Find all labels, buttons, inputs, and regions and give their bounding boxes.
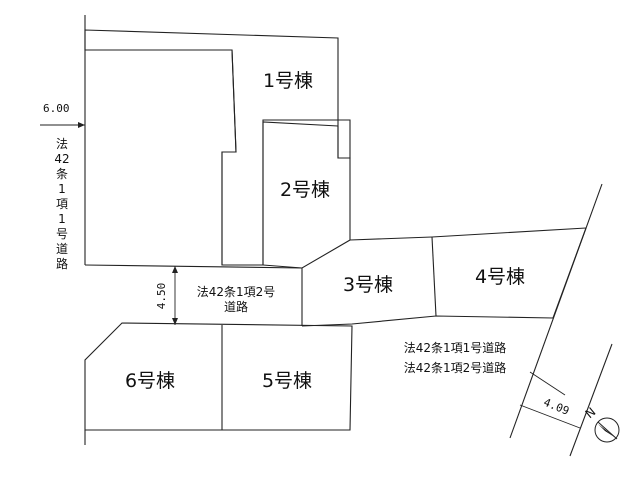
right-road-dimension-line <box>519 404 581 429</box>
compass-circle <box>594 417 620 443</box>
left-road-width: 6.00 <box>43 102 70 115</box>
lot-1-south-boundary <box>262 121 339 265</box>
left-road-label-char: 道 <box>56 242 68 256</box>
right-road-boundary-east <box>569 343 613 457</box>
inner-road-dimension-arrow-top <box>172 266 178 273</box>
inner-road-label-line1: 法42条1項2号 <box>197 285 276 299</box>
right-road-width: 4.09 <box>542 396 571 418</box>
lot-5-label: 5号棟 <box>262 370 312 392</box>
lot-6-label: 6号棟 <box>125 370 175 392</box>
left-road-label: 法 42 条 1 項 1 号 道 路 <box>54 137 69 271</box>
left-road-label-char: 1 <box>58 212 66 226</box>
left-road-label-char: 42 <box>54 152 69 166</box>
north-arrow-icon: N <box>582 405 620 443</box>
lot-1-outline <box>84 29 351 266</box>
right-road-label-line1: 法42条1項1号道路 <box>404 340 507 355</box>
lot-3-label: 3号棟 <box>343 274 393 296</box>
lots-5-6-outline <box>84 322 353 431</box>
lot-4-label: 4号棟 <box>475 266 525 288</box>
left-road-label-char: 条 <box>56 167 68 181</box>
inner-road-width: 4.50 <box>155 283 168 310</box>
lot-1-west-boundary <box>85 49 237 265</box>
compass-letter: N <box>582 405 598 421</box>
left-road-label-char: 法 <box>56 137 68 151</box>
inner-road-dimension-arrow-bottom <box>172 318 178 325</box>
lot-1-label: 1号棟 <box>263 70 313 92</box>
left-road-label-char: 1 <box>58 182 66 196</box>
inner-road-label-line2: 道路 <box>224 299 248 314</box>
lot-3-4-divider <box>431 236 437 317</box>
lot-2-label: 2号棟 <box>280 179 330 201</box>
left-road-label-char: 項 <box>56 197 68 211</box>
right-road-boundary-west <box>509 183 603 439</box>
lots-3-4-south-edge <box>301 315 554 327</box>
left-road-dimension-arrow <box>78 122 85 128</box>
right-road-leader-line <box>529 371 566 396</box>
right-road-label-line2: 法42条1項2号道路 <box>404 360 507 375</box>
lots-3-4-north-edge <box>349 227 587 241</box>
lot-row-bottom-edge <box>84 264 303 269</box>
compass-axis <box>597 421 618 440</box>
left-road-label-char: 路 <box>56 256 68 271</box>
left-road-label-char: 号 <box>56 227 68 241</box>
